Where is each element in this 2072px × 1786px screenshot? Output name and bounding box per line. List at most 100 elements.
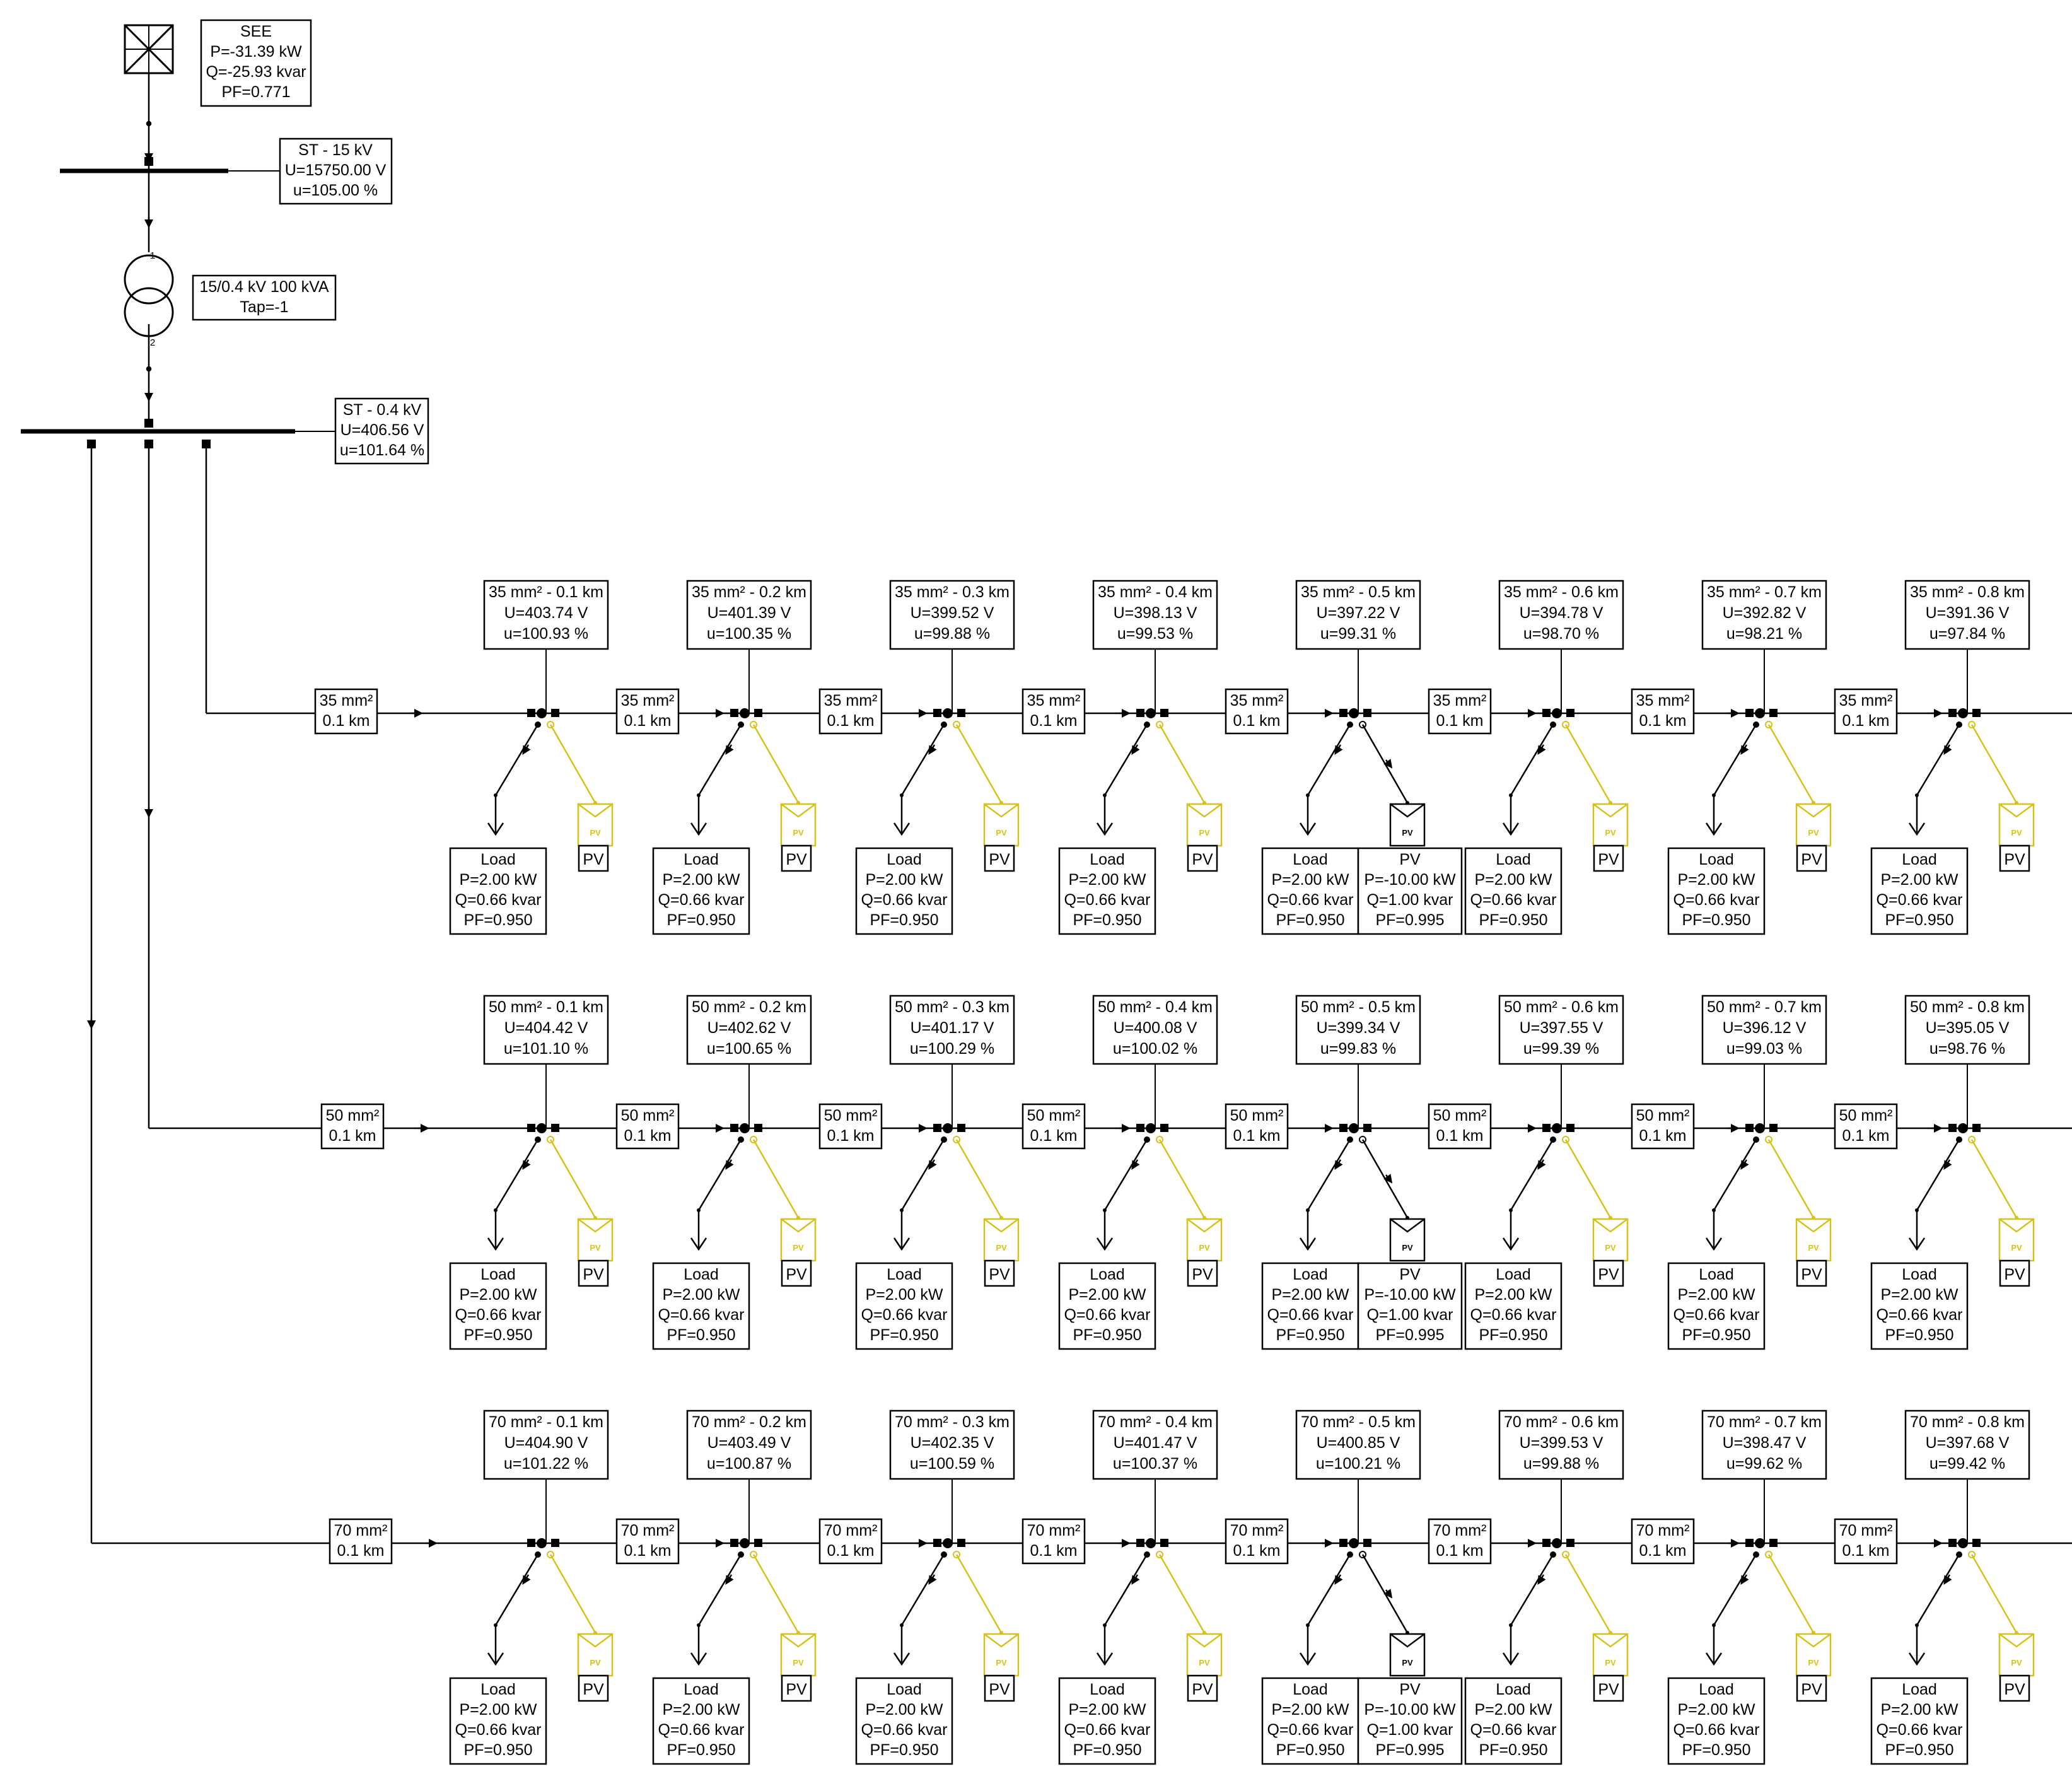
pv-reactive-power: Q=1.00 kvar [1367,891,1453,909]
pv-panel-icon: PV [780,1218,817,1262]
node-voltage: U=400.08 V [1114,1019,1197,1037]
node-0-0[interactable]: 35 mm² - 0.1 kmU=403.74 Vu=100.93 %PVLoa… [449,580,614,935]
pv-icon-label: PV [996,1658,1007,1667]
pv-label-box [1999,1674,2030,1702]
node-0-5[interactable]: 35 mm² - 0.6 kmU=394.78 Vu=98.70 %PVLoad… [1464,580,1629,935]
pv-label-box [578,1674,609,1702]
lv-bus-voltage: U=406.56 V [340,421,424,439]
load-reactive-power: Q=0.66 kvar [861,1721,948,1739]
transformer[interactable]: 1 2 15/0.4 kV 100 kVA Tap=-1 [124,250,337,348]
load-name: Load [887,851,922,868]
node-1-7[interactable]: 50 mm² - 0.8 kmU=395.05 Vu=98.76 %PVLoad… [1870,995,2035,1350]
transformer-tap: Tap=-1 [240,298,288,316]
node-0-7[interactable]: 35 mm² - 0.8 kmU=391.36 Vu=97.84 %PVLoad… [1870,580,2035,935]
node-2-1[interactable]: 70 mm² - 0.2 kmU=403.49 Vu=100.87 %PVLoa… [652,1410,817,1765]
mv-busbar[interactable]: ST - 15 kV U=15750.00 V u=105.00 % [60,137,393,205]
load-reactive-power: Q=0.66 kvar [1064,1306,1151,1324]
node-1-5[interactable]: 50 mm² - 0.6 kmU=397.55 Vu=99.39 %PVLoad… [1464,995,1629,1350]
node-0-4[interactable]: 35 mm² - 0.5 kmU=397.22 Vu=99.31 %PVLoad… [1261,580,1463,935]
node-1-0[interactable]: 50 mm² - 0.1 kmU=404.42 Vu=101.10 %PVLoa… [449,995,614,1350]
node-name: 70 mm² - 0.3 km [895,1413,1010,1431]
pv-panel-icon: PV [1389,1633,1426,1677]
pv-label-box [1796,1674,1827,1702]
load-arrow-icon [1908,1652,1926,1666]
pv-icon-label: PV [1199,1658,1210,1667]
load-reactive-power: Q=0.66 kvar [1267,1306,1354,1324]
node-0-6[interactable]: 35 mm² - 0.7 kmU=392.82 Vu=98.21 %PVLoad… [1667,580,1832,935]
pv-name: PV [2004,1266,2025,1283]
load-power-factor: PF=0.950 [1682,1741,1750,1759]
pv-panel-icon: PV [1389,803,1426,847]
node-2-3[interactable]: 70 mm² - 0.4 kmU=401.47 Vu=100.37 %PVLoa… [1058,1410,1223,1765]
load-arrow-icon [1705,1237,1723,1251]
node-1-1[interactable]: 50 mm² - 0.2 kmU=402.62 Vu=100.65 %PVLoa… [652,995,817,1350]
node-1-3[interactable]: 50 mm² - 0.4 kmU=400.08 Vu=100.02 %PVLoa… [1058,995,1223,1350]
node-voltage-pct: u=99.31 % [1320,625,1396,643]
node-2-7[interactable]: 70 mm² - 0.8 kmU=397.68 Vu=99.42 %PVLoad… [1870,1410,2035,1765]
pv-label-box [1796,1259,1827,1287]
pv-icon-label: PV [996,1243,1007,1252]
node-voltage-pct: u=99.62 % [1726,1455,1802,1473]
load-reactive-power: Q=0.66 kvar [1877,891,1963,909]
node-2-0[interactable]: 70 mm² - 0.1 kmU=404.90 Vu=101.22 %PVLoa… [449,1410,614,1765]
pv-name: PV [1399,1266,1421,1283]
load-arrow-icon [1502,1237,1520,1251]
load-result-box [1058,1262,1156,1350]
pv-icon-label: PV [793,1243,804,1252]
node-voltage-pct: u=100.02 % [1113,1040,1197,1058]
load-arrow-icon [690,1652,707,1666]
lv-busbar[interactable]: ST - 0.4 kV U=406.56 V u=101.64 % [21,397,429,465]
node-2-4[interactable]: 70 mm² - 0.5 kmU=400.85 Vu=100.21 %PVLoa… [1261,1410,1463,1765]
source-reactive-power: Q=-25.93 kvar [206,63,306,81]
load-active-power: P=2.00 kW [1475,1701,1552,1719]
load-name: Load [1496,851,1531,868]
node-0-1[interactable]: 35 mm² - 0.2 kmU=401.39 Vu=100.35 %PVLoa… [652,580,817,935]
pv-name: PV [583,851,604,868]
load-power-factor: PF=0.950 [666,1741,735,1759]
pv-panel-icon: PV [577,803,614,847]
node-1-6[interactable]: 50 mm² - 0.7 kmU=396.12 Vu=99.03 %PVLoad… [1667,995,1832,1350]
node-2-5[interactable]: 70 mm² - 0.6 kmU=399.53 Vu=99.88 %PVLoad… [1464,1410,1629,1765]
node-2-2[interactable]: 70 mm² - 0.3 kmU=402.35 Vu=100.59 %PVLoa… [855,1410,1020,1765]
load-reactive-power: Q=0.66 kvar [861,891,948,909]
pv-icon-label: PV [1605,1243,1616,1252]
node-2-6[interactable]: 70 mm² - 0.7 kmU=398.47 Vu=99.62 %PVLoad… [1667,1410,1832,1765]
node-0-2[interactable]: 35 mm² - 0.3 kmU=399.52 Vu=99.88 %PVLoad… [855,580,1020,935]
node-0-3[interactable]: 35 mm² - 0.4 kmU=398.13 Vu=99.53 %PVLoad… [1058,580,1223,935]
load-name: Load [1496,1681,1531,1698]
cable-length: 0.1 km [1436,1542,1483,1560]
cable-length: 0.1 km [827,712,874,730]
load-power-factor: PF=0.950 [1073,1741,1141,1759]
grid-source[interactable]: SEE P=-31.39 kW Q=-25.93 kvar PF=0.771 [124,19,312,107]
load-arrow-icon [893,1237,911,1251]
node-1-2[interactable]: 50 mm² - 0.3 kmU=401.17 Vu=100.29 %PVLoa… [855,995,1020,1350]
node-1-4[interactable]: 50 mm² - 0.5 kmU=399.34 Vu=99.83 %PVLoad… [1261,995,1463,1350]
